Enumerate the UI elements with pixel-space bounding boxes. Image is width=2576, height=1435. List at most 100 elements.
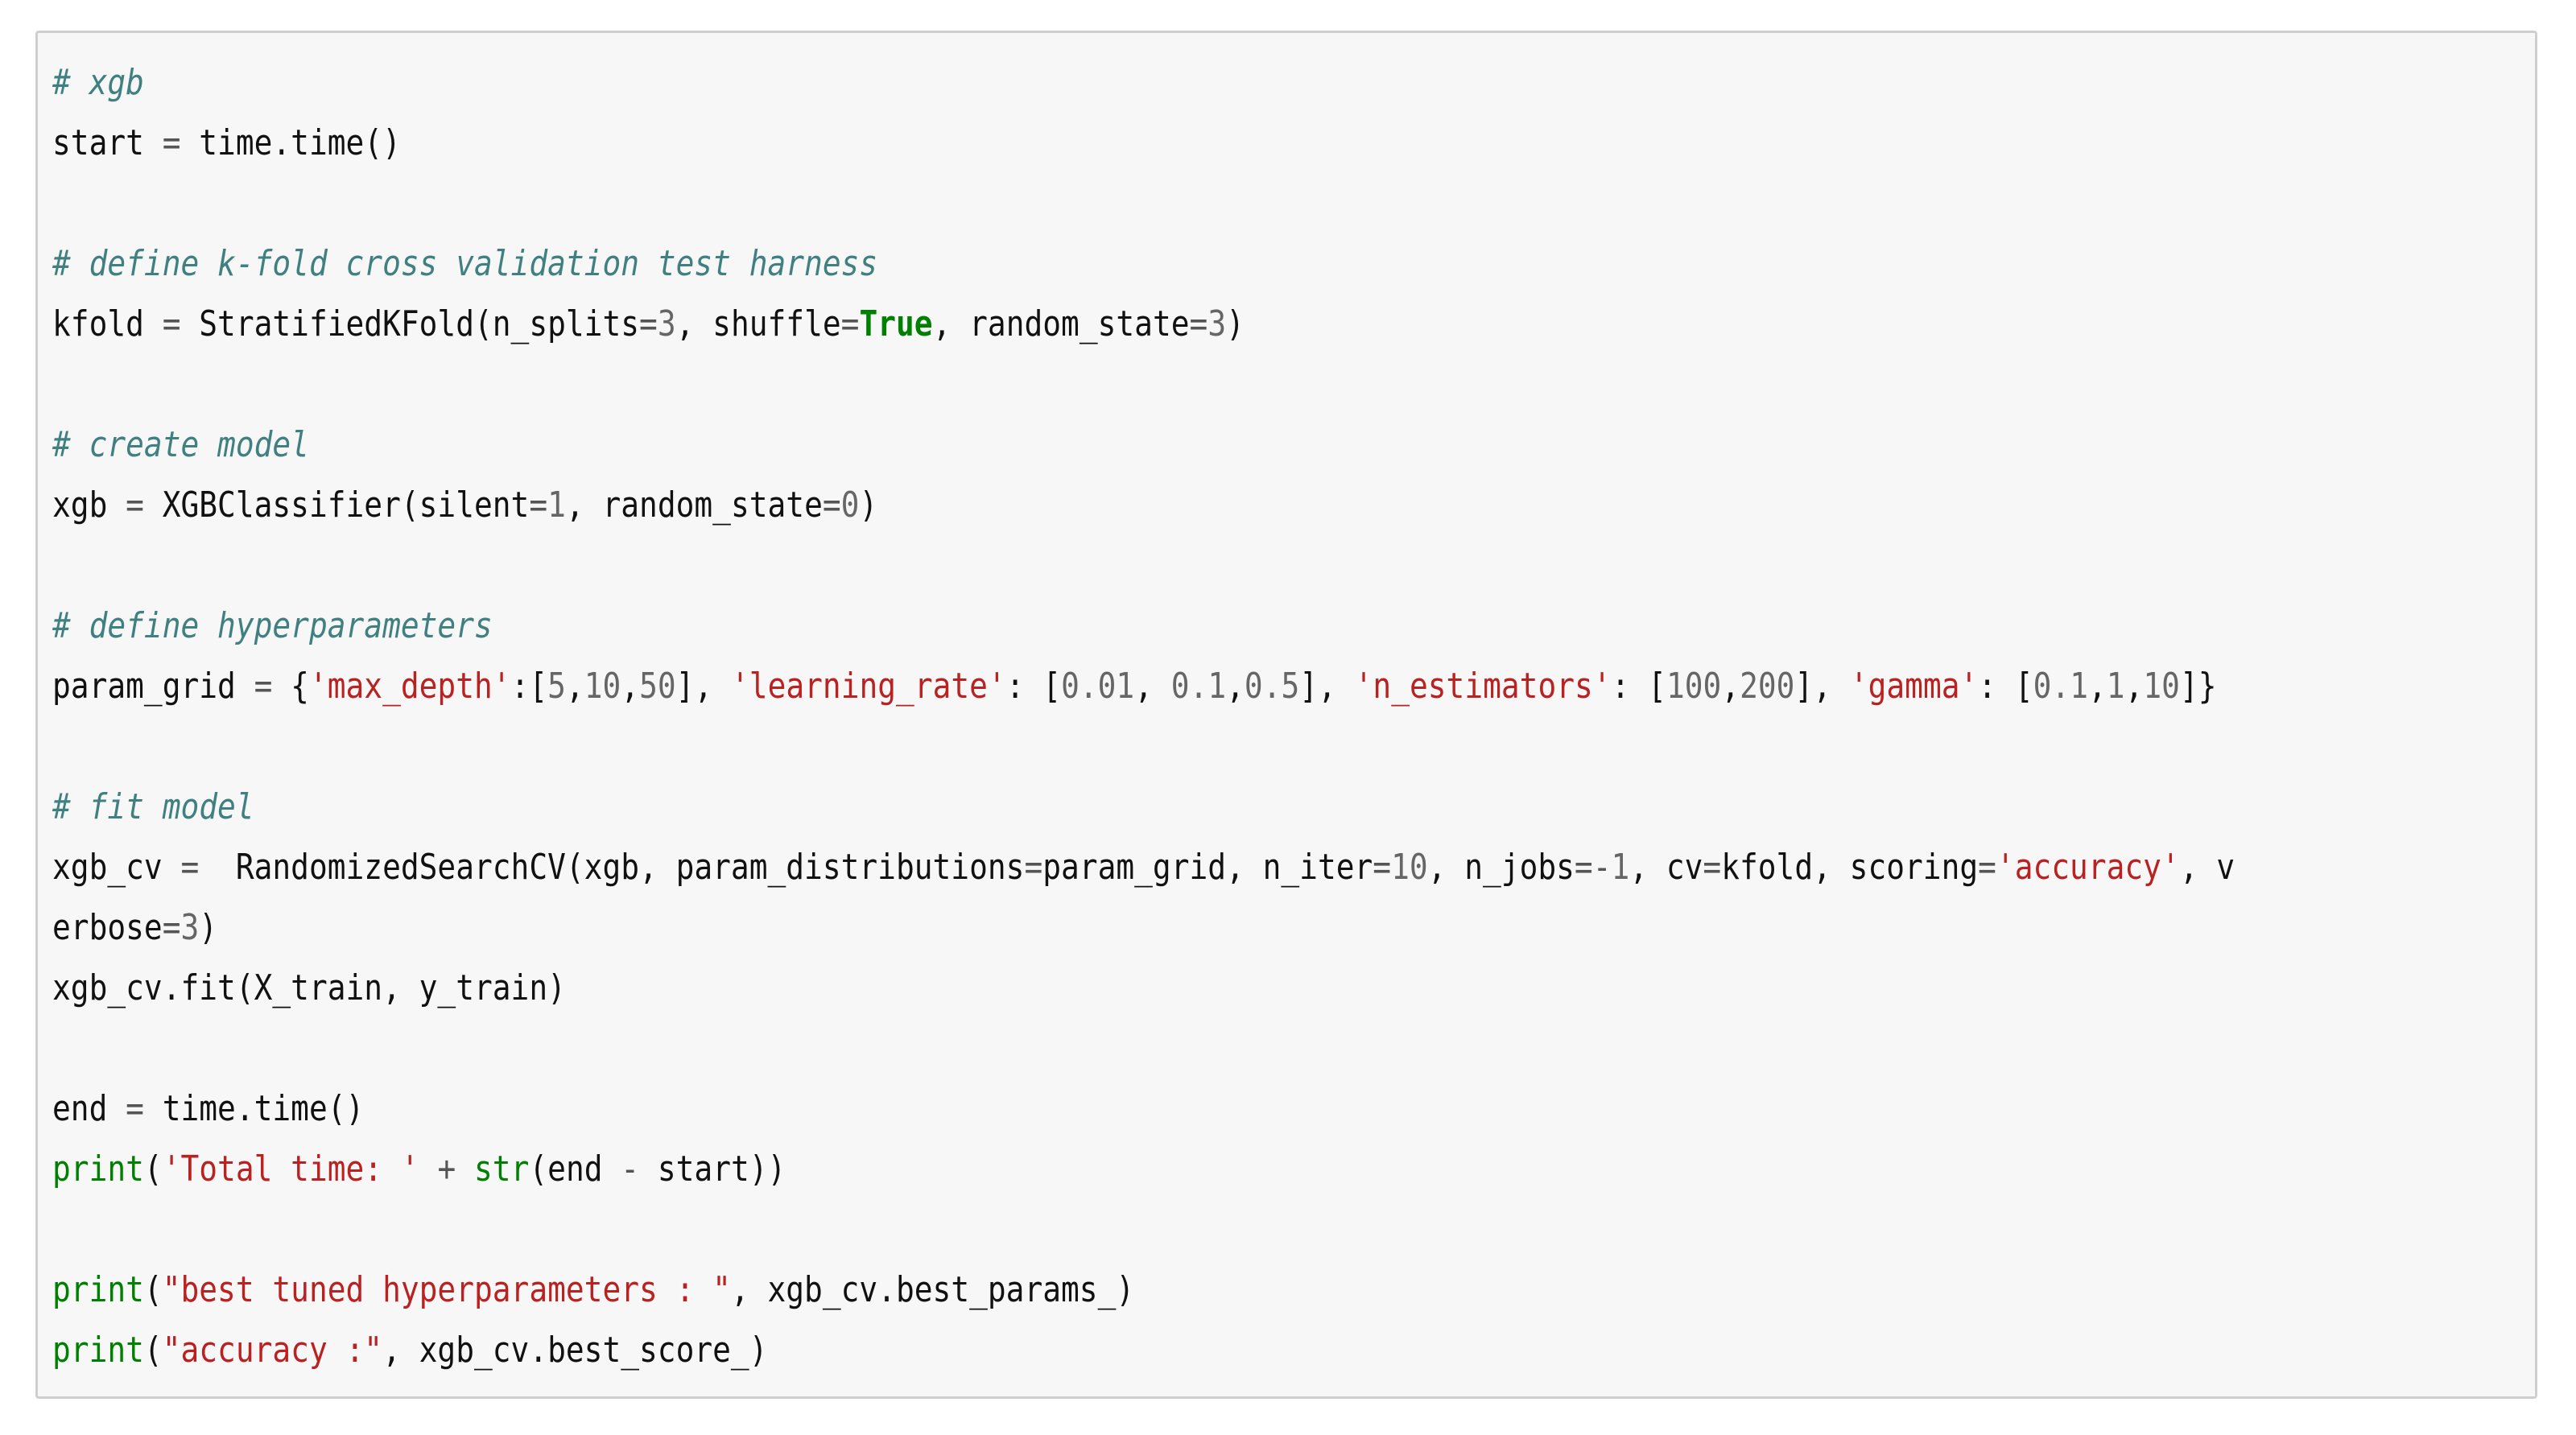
code-line-4: # define k-fold cross validation test ha… <box>52 233 2235 294</box>
code-text: (end <box>529 1148 621 1190</box>
number: 10 <box>1391 847 1428 888</box>
code-text: : [ <box>1978 666 2033 707</box>
number: 0.1 <box>1170 666 1227 707</box>
comment: # create model <box>52 424 309 465</box>
code-text: , <box>1226 666 1245 707</box>
code-line-13: # fit model <box>52 777 2235 837</box>
number: 200 <box>1740 666 1795 707</box>
operator: =- <box>1574 847 1612 888</box>
code-line-20 <box>52 1199 2235 1260</box>
operator: = <box>840 303 860 344</box>
code-line-5: kfold = StratifiedKFold(n_splits=3, shuf… <box>52 294 2235 354</box>
operator: = <box>162 122 181 163</box>
code-text: ( <box>143 1148 163 1190</box>
operator: = <box>126 1088 144 1129</box>
code-line-16: xgb_cv.fit(X_train, y_train) <box>52 958 2235 1018</box>
code-line-17 <box>52 1018 2235 1078</box>
number: 3 <box>180 907 200 948</box>
code-line-12 <box>52 716 2235 777</box>
code-text: start <box>52 122 163 163</box>
code-text: , <box>2124 666 2144 707</box>
code-text: , <box>621 666 640 707</box>
number: 3 <box>1208 303 1227 344</box>
code-cell[interactable]: # xgb start = time.time() # define k-fold… <box>35 31 2537 1399</box>
code-text: time.time() <box>180 122 401 163</box>
string: 'n_estimators' <box>1354 666 1612 707</box>
code-text: StratifiedKFold(n_splits <box>180 303 640 344</box>
operator: = <box>1373 847 1392 888</box>
code-text: XGBClassifier(silent <box>143 485 530 526</box>
code-text: , <box>1721 666 1740 707</box>
code-line-10: # define hyperparameters <box>52 596 2235 656</box>
string: 'accuracy' <box>1996 847 2180 888</box>
code-text: , <box>2088 666 2107 707</box>
code-text: :[ <box>510 666 548 707</box>
code-line-18: end = time.time() <box>52 1078 2235 1139</box>
code-text: ) <box>199 907 218 948</box>
operator: - <box>621 1148 640 1190</box>
code-line-15: erbose=3) <box>52 897 2235 958</box>
number: 1 <box>1611 847 1630 888</box>
code-line-6 <box>52 354 2235 414</box>
code-text <box>419 1148 438 1190</box>
operator: = <box>1978 847 1996 888</box>
number: 0 <box>840 485 860 526</box>
code-text: kfold <box>52 303 163 344</box>
string: 'gamma' <box>1849 666 1979 707</box>
code-line-11: param_grid = {'max_depth':[5,10,50], 'le… <box>52 656 2235 716</box>
number: 5 <box>547 666 566 707</box>
code-line-14: xgb_cv = RandomizedSearchCV(xgb, param_d… <box>52 837 2235 897</box>
operator: = <box>1703 847 1722 888</box>
operator: = <box>639 303 658 344</box>
code-text: : [ <box>1611 666 1666 707</box>
number: 0.5 <box>1244 666 1300 707</box>
code-text: xgb_cv <box>52 847 181 888</box>
code-text: ) <box>1226 303 1245 344</box>
string: "accuracy :" <box>162 1330 383 1371</box>
code-line-9 <box>52 535 2235 596</box>
code-text: ( <box>143 1330 163 1371</box>
operator: = <box>126 485 144 526</box>
operator: = <box>180 847 200 888</box>
code-line-8: xgb = XGBClassifier(silent=1, random_sta… <box>52 475 2235 535</box>
code-text: end <box>52 1088 126 1129</box>
code-text: , <box>1134 666 1171 707</box>
code-text: { <box>272 666 309 707</box>
code-text: ], <box>675 666 732 707</box>
code-line-3 <box>52 173 2235 233</box>
code-text: ( <box>143 1269 163 1310</box>
code-text: xgb <box>52 485 126 526</box>
code-text: erbose <box>52 907 163 948</box>
string: 'Total time: ' <box>162 1148 419 1190</box>
number: 10 <box>584 666 621 707</box>
builtin: print <box>52 1148 144 1190</box>
code-line-1: # xgb <box>52 52 2235 113</box>
operator: = <box>822 485 841 526</box>
comment: # fit model <box>52 786 254 827</box>
comment: # xgb <box>52 62 144 103</box>
code-text: time.time() <box>143 1088 365 1129</box>
code-text: RandomizedSearchCV(xgb, param_distributi… <box>199 847 1025 888</box>
comment: # define k-fold cross validation test ha… <box>52 243 878 284</box>
builtin: print <box>52 1269 144 1310</box>
operator: + <box>437 1148 456 1190</box>
code-line-19: print('Total time: ' + str(end - start)) <box>52 1139 2235 1199</box>
code-text: , shuffle <box>675 303 841 344</box>
builtin: str <box>474 1148 530 1190</box>
code-text: xgb_cv.fit(X_train, y_train) <box>52 967 566 1008</box>
number: 10 <box>2143 666 2180 707</box>
number: 1 <box>547 485 566 526</box>
operator: = <box>529 485 548 526</box>
operator: = <box>162 907 181 948</box>
operator: = <box>254 666 273 707</box>
code-text: , v <box>2179 847 2235 888</box>
number: 0.01 <box>1061 666 1135 707</box>
number: 3 <box>657 303 676 344</box>
string: 'learning_rate' <box>731 666 1006 707</box>
number: 1 <box>2106 666 2125 707</box>
code-text: , xgb_cv.best_score_) <box>382 1330 768 1371</box>
code-block[interactable]: # xgb start = time.time() # define k-fold… <box>52 52 2235 1380</box>
code-text: ], <box>1299 666 1355 707</box>
code-text: start)) <box>639 1148 786 1190</box>
code-text: , n_jobs <box>1427 847 1575 888</box>
